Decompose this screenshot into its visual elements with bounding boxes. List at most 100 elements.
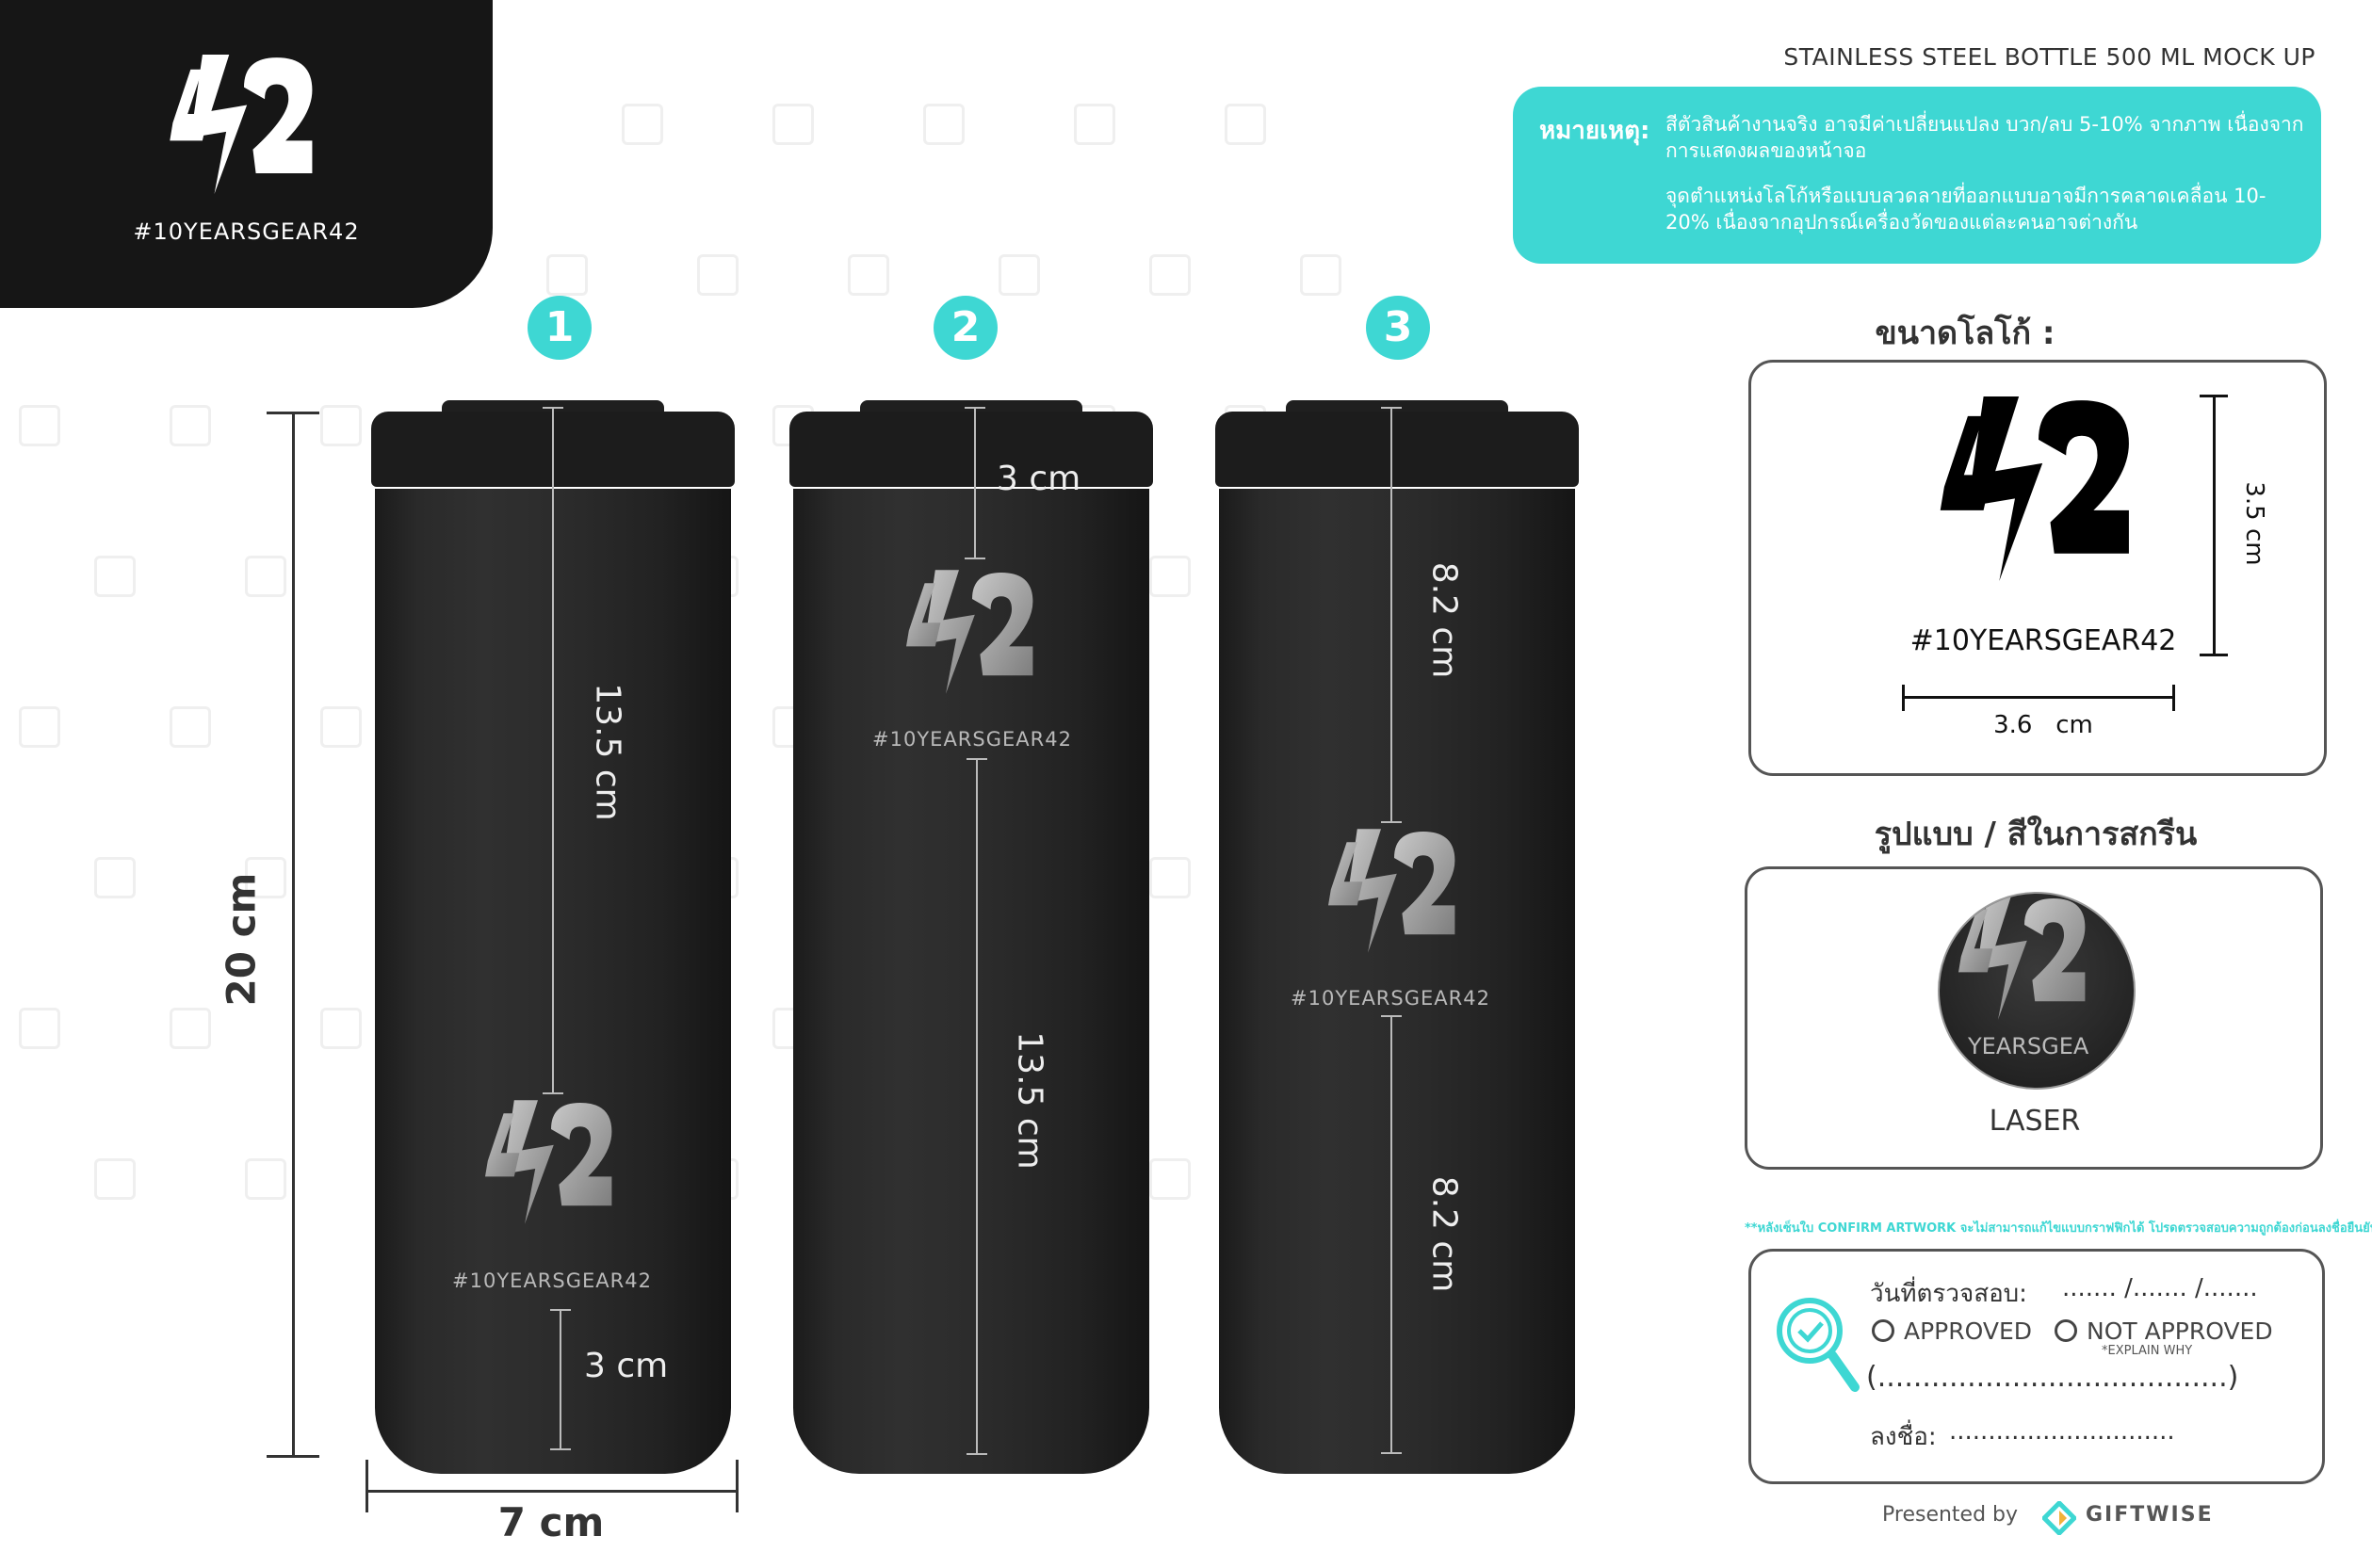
dim-line-1-bottom: [560, 1309, 561, 1450]
approved-radio[interactable]: [1872, 1319, 1894, 1342]
dim-line-3-top: [1390, 407, 1392, 823]
company-name: GIFTWISE: [2086, 1503, 2214, 1527]
logo-width-line: [1902, 696, 2175, 699]
print-style-heading: รูปแบบ / สีในการสกรีน: [1874, 816, 2198, 853]
watermark-icon: [170, 405, 211, 446]
tick: [2200, 654, 2228, 656]
logo-size-panel: #10YEARSGEAR42 3.5 cm 3.6 cm: [1748, 360, 2327, 776]
sign-label: ลงชื่อ:: [1870, 1423, 1937, 1451]
engraved-logo-icon: [906, 570, 1033, 694]
date-label: วันที่ตรวจสอบ:: [1870, 1280, 2027, 1308]
logo-size-heading: ขนาดโลโก้ :: [1875, 315, 2055, 352]
brand-block: [0, 0, 493, 308]
engraved-logo-icon: [1328, 829, 1455, 953]
width-dimension-label: 7 cm: [497, 1499, 605, 1545]
logo-width-label: 3.6 cm: [1993, 711, 2093, 739]
search-check-icon: [1777, 1298, 1860, 1392]
dim-label-3-bottom: 8.2 cm: [1424, 1175, 1464, 1293]
watermark-icon: [94, 857, 136, 898]
date-field[interactable]: ....... /....... /.......: [2062, 1274, 2258, 1302]
watermark-icon: [94, 556, 136, 597]
tick: [965, 407, 985, 409]
variant-number-3: 3: [1366, 296, 1430, 360]
watermark-icon: [1074, 104, 1115, 145]
document-title: STAINLESS STEEL BOTTLE 500 ML MOCK UP: [1783, 43, 2315, 71]
variant-number-1: 1: [528, 296, 592, 360]
dim-label-1-top: 13.5 cm: [588, 683, 627, 821]
laser-zoom-preview: YEARSGEA: [1938, 892, 2136, 1090]
engraved-hashtag: #10YEARSGEAR42: [1291, 987, 1490, 1010]
engraved-hashtag: #10YEARSGEAR42: [872, 728, 1072, 751]
variant-number-2: 2: [934, 296, 998, 360]
watermark-icon: [245, 857, 286, 898]
watermark-icon: [94, 1158, 136, 1200]
watermark-icon: [320, 706, 362, 748]
watermark-icon: [772, 104, 814, 145]
dim-line-2-top: [974, 407, 976, 559]
watermark-icon: [546, 254, 588, 296]
width-dimension-line: [366, 1490, 739, 1493]
engraved-logo-icon: [1958, 896, 2086, 1020]
logo-height-line: [2213, 395, 2216, 656]
bottle-variant-2: [789, 400, 1153, 1474]
disclaimer-text: **หลังเซ็นใบ CONFIRM ARTWORK จะไม่สามารถ…: [1745, 1221, 2372, 1236]
watermark-icon: [622, 104, 663, 145]
watermark-icon: [923, 104, 965, 145]
tick: [2172, 685, 2175, 711]
logo-hashtag: #10YEARSGEAR42: [1909, 624, 2177, 657]
bottle-lid: [789, 412, 1153, 487]
height-dimension-line: [292, 412, 295, 1457]
tick: [1381, 1452, 1402, 1454]
tick: [965, 558, 985, 559]
height-dimension-bottom-tick: [267, 1455, 319, 1458]
watermark-icon: [245, 556, 286, 597]
giftwise-logo-icon: [2042, 1501, 2076, 1535]
watermark-icon: [1225, 104, 1266, 145]
engraved-logo-icon: [485, 1100, 612, 1224]
explain-why-note: *EXPLAIN WHY: [2102, 1344, 2193, 1358]
note-line-1: สีตัวสินค้างานจริง อาจมีค่าเปลี่ยนแปลง บ…: [1665, 113, 2304, 162]
tick: [1381, 1015, 1402, 1017]
watermark-icon: [19, 706, 60, 748]
dim-label-3-top: 8.2 cm: [1424, 561, 1464, 679]
approved-label: APPROVED: [1904, 1317, 2033, 1345]
zoom-text: YEARSGEA: [1968, 1033, 2089, 1059]
reason-field[interactable]: (.......................................…: [1866, 1361, 2239, 1394]
tick: [967, 758, 987, 760]
gear42-logo-icon: [170, 55, 313, 194]
watermark-icon: [170, 1008, 211, 1049]
watermark-icon: [245, 1158, 286, 1200]
watermark-icon: [320, 405, 362, 446]
dim-line-2-bottom: [976, 758, 978, 1455]
note-line-2: จุดตำแหน่งโลโก้หรือแบบลวดลายที่ออกแบบอาจ…: [1665, 185, 2266, 234]
tick: [1381, 821, 1402, 823]
watermark-icon: [1149, 254, 1191, 296]
bottle-variant-3: [1215, 400, 1579, 1474]
tick: [550, 1309, 571, 1311]
watermark-icon: [19, 405, 60, 446]
height-dimension-top-tick: [267, 412, 319, 414]
watermark-icon: [19, 1008, 60, 1049]
watermark-icon: [999, 254, 1040, 296]
note-box: หมายเหตุ: สีตัวสินค้างานจริง อาจมีค่าเปล…: [1513, 87, 2321, 264]
bottle-lid: [1215, 412, 1579, 487]
watermark-icon: [1300, 254, 1341, 296]
signature-field[interactable]: .............................: [1949, 1417, 2175, 1446]
tick: [1381, 407, 1402, 409]
bottle-body: [1219, 489, 1575, 1474]
tick: [543, 1092, 563, 1094]
dim-label-2-top: 3 cm: [997, 460, 1081, 498]
width-dimension-right-tick: [736, 1460, 739, 1512]
brand-hashtag: #10YEARSGEAR42: [133, 218, 360, 245]
tick: [2200, 395, 2228, 397]
note-label: หมายเหตุ:: [1539, 117, 1650, 145]
dim-line-3-bottom: [1390, 1015, 1392, 1454]
watermark-icon: [1149, 1158, 1191, 1200]
not-approved-radio[interactable]: [2055, 1319, 2077, 1342]
watermark-icon: [320, 1008, 362, 1049]
tick: [550, 1448, 571, 1450]
dim-label-2-bottom: 13.5 cm: [1010, 1031, 1049, 1170]
watermark-icon: [1149, 857, 1191, 898]
engraved-hashtag: #10YEARSGEAR42: [452, 1269, 652, 1292]
watermark-icon: [1149, 556, 1191, 597]
